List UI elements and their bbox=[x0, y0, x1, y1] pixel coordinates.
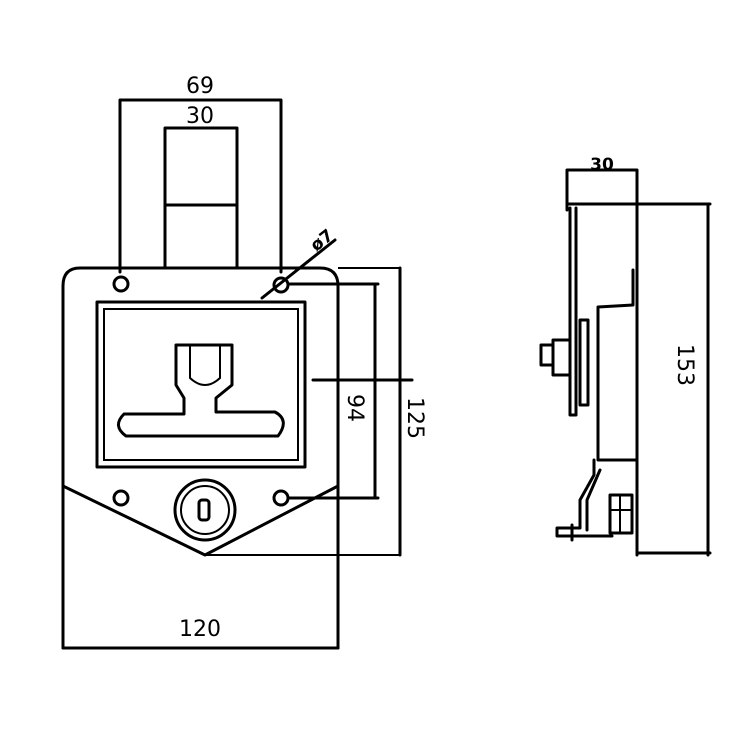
gasket bbox=[578, 318, 590, 407]
dimension-label-125: 125 bbox=[402, 397, 427, 439]
latch-arm bbox=[555, 458, 614, 538]
dimension-153-lines bbox=[565, 202, 712, 557]
dimension-30-front: 30 bbox=[163, 104, 239, 270]
key-slot bbox=[197, 498, 211, 522]
dimension-label-153: 153 bbox=[672, 344, 697, 386]
dimension-label-69: 69 bbox=[186, 74, 214, 99]
handle-slot bbox=[189, 345, 221, 386]
dimension-label-30-front: 30 bbox=[186, 104, 214, 129]
side-view: 30 153 bbox=[539, 155, 712, 557]
lock-cylinder-inner bbox=[180, 485, 230, 535]
recess-inner bbox=[103, 308, 299, 461]
front-view: 69 30 ø7 94 bbox=[61, 74, 427, 650]
latch-nut-detail bbox=[610, 495, 632, 533]
extension-lines-120 bbox=[61, 484, 340, 650]
recess-outer bbox=[95, 300, 307, 469]
mounting-hole bbox=[112, 489, 130, 507]
dimension-label-120: 120 bbox=[179, 617, 221, 642]
lock-body-outline bbox=[61, 266, 340, 557]
housing bbox=[596, 268, 639, 462]
latch-arm-inner bbox=[585, 468, 602, 532]
dimension-label-diameter: ø7 bbox=[307, 226, 338, 256]
dimension-label-30-side: 30 bbox=[590, 155, 614, 175]
mounting-hole bbox=[272, 489, 290, 507]
dimension-125: 125 bbox=[398, 266, 427, 557]
lock-cylinder bbox=[173, 478, 237, 542]
dimension-94: 94 bbox=[286, 282, 380, 500]
dimension-120: 120 bbox=[61, 617, 340, 650]
handle-stub bbox=[539, 338, 572, 377]
diameter-leader bbox=[260, 238, 337, 300]
dimension-label-94: 94 bbox=[342, 394, 367, 422]
faceplate bbox=[568, 206, 578, 417]
dimension-69: 69 bbox=[118, 74, 283, 274]
t-handle bbox=[117, 343, 285, 438]
mounting-hole bbox=[112, 275, 130, 293]
